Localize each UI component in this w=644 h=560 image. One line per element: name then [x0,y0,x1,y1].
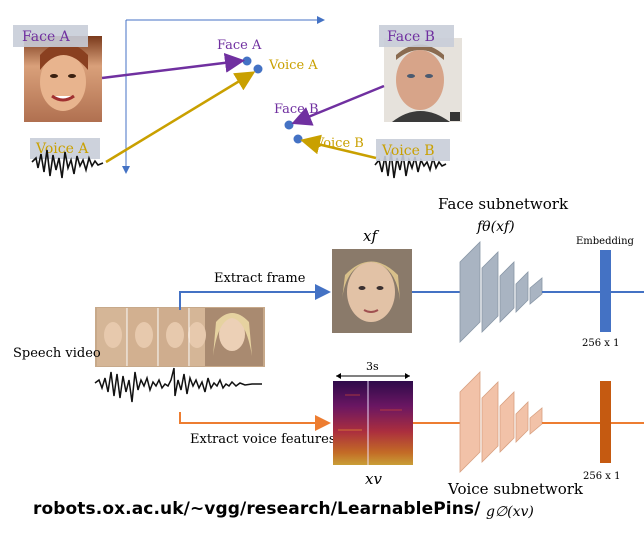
extract-frame-arrow [179,284,331,310]
face-b-photo [384,38,462,122]
voice-dim-label: 256 x 1 [583,471,620,482]
voice-b-label: Voice B [381,143,435,159]
face-b-arrow [291,84,385,126]
point-voice-a [253,64,263,74]
voice-b-label-bg [376,139,450,161]
point-face-a [242,56,252,66]
face-embedding-bar [600,250,611,332]
face-dim-label: 256 x 1 [582,338,619,349]
speech-video-frames [95,307,265,367]
face-a-arrow [101,52,245,80]
spectrogram [333,381,413,465]
embedding-label: Embedding [576,236,635,247]
face-a-label: Face A [22,29,71,45]
voice-function: g∅(xv) [486,504,534,520]
voice-b-arrow [300,134,377,160]
face-frame-image [332,249,412,333]
speech-waveform [94,367,262,403]
face-a-photo [24,36,102,122]
point-voice-a-label: Voice A [268,58,318,73]
face-subnetwork-blocks [459,241,543,343]
voice-subnetwork-blocks [459,371,543,473]
extract-voice-label: Extract voice features [190,432,336,447]
xf-label: xf [363,227,379,245]
face-b-label: Face B [387,29,435,45]
extract-voice-arrow [179,412,331,431]
face-b-label-bg [379,25,454,47]
voice-a-waveform [31,149,104,179]
voice-a-arrow [105,71,256,164]
face-a-label-bg [13,25,88,47]
face-subnetwork-title: Face subnetwork [438,195,569,213]
xv-label: xv [365,470,382,488]
voice-subnetwork-title: Voice subnetwork [447,480,584,498]
point-face-b [284,120,294,130]
point-face-a-label: Face A [217,38,262,53]
speech-video-label: Speech video [13,346,101,361]
extract-frame-label: Extract frame [214,271,306,286]
face-function: fθ(xf) [476,219,515,235]
duration-label: 3s [366,360,379,373]
point-voice-b [293,134,303,144]
source-url: robots.ox.ac.uk/~vgg/research/LearnableP… [33,499,481,519]
voice-a-label: Voice A [35,141,89,157]
voice-embedding-bar [600,381,611,463]
